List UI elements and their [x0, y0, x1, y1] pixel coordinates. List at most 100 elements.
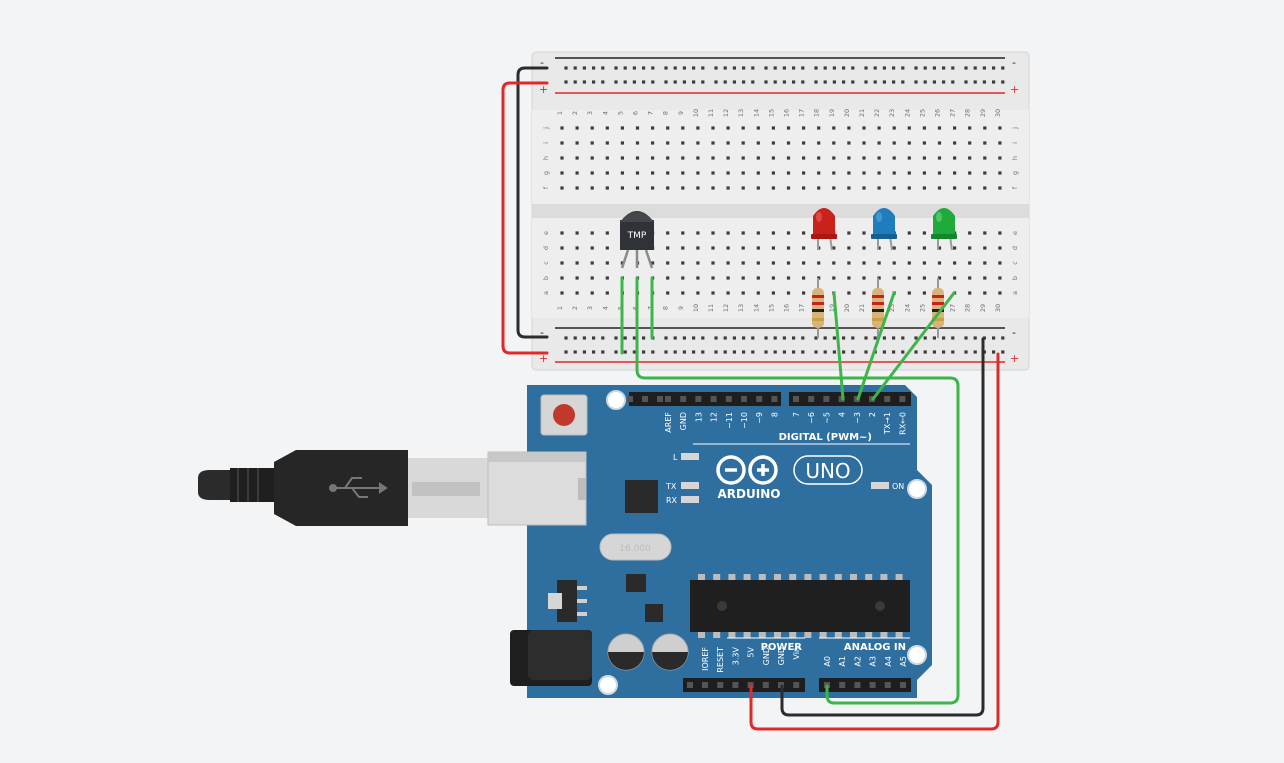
column-number: 24 [903, 109, 911, 117]
column-number: 20 [843, 304, 851, 312]
column-number: 25 [918, 109, 926, 117]
digital-pin-label: RX←0 [898, 412, 907, 435]
brand-label: ARDUINO [718, 487, 781, 501]
wire-led-red-to-d4[interactable] [832, 291, 845, 401]
analog-pin-label: A4 [884, 656, 893, 667]
digital-pin-label: 8 [770, 412, 779, 417]
led-red[interactable] [811, 208, 837, 251]
rail-minus-top-right: - [1012, 56, 1016, 69]
column-number: 2 [571, 306, 579, 310]
usb-icon [329, 477, 388, 498]
wire-power-rail-link[interactable] [501, 81, 549, 355]
column-number: 20 [843, 109, 851, 117]
wire-tmp-signal-to-a0[interactable] [635, 276, 960, 705]
digital-title: DIGITAL (PWM~) [779, 432, 872, 443]
wire-5v-to-arduino[interactable] [749, 352, 1000, 731]
power-pin-label: RESET [716, 647, 725, 673]
wire-gnd-to-arduino[interactable] [780, 337, 985, 717]
column-number: 12 [722, 109, 730, 117]
digital-pin-label: ~5 [822, 412, 831, 424]
column-number: 29 [979, 109, 987, 117]
led-green[interactable] [931, 208, 957, 251]
row-letter: e [542, 231, 550, 235]
column-number: 5 [616, 111, 624, 115]
row-letter: c [1011, 261, 1019, 265]
column-number: 18 [813, 109, 821, 117]
column-number: 17 [798, 109, 806, 117]
digital-pin-label: TX→1 [883, 412, 892, 435]
column-number: 1 [556, 111, 564, 115]
power-pin-label: 3.3V [731, 646, 740, 665]
power-pin-label: IOREF [701, 647, 710, 671]
column-number: 11 [707, 304, 715, 312]
arduino-logo-icon [716, 455, 778, 485]
power-pin-label: Vin [792, 647, 801, 660]
power-pin-label: 5V [747, 646, 756, 657]
rail-plus-bottom-right: + [1010, 352, 1019, 365]
arduino-uno[interactable]: 16.000 L TX RX ON ARDUINO UNO [487, 385, 932, 698]
row-letter: h [1011, 156, 1019, 160]
column-number: 14 [752, 109, 760, 117]
column-number: 28 [964, 109, 972, 117]
usb-cable[interactable] [198, 450, 490, 526]
wire-led-blue-to-d3[interactable] [856, 291, 896, 401]
column-number: 30 [994, 109, 1002, 117]
digital-pin-label: ~9 [755, 412, 764, 424]
digital-pin-label: ~11 [725, 412, 734, 429]
column-number: 26 [934, 109, 942, 117]
digital-pin-label: ~10 [740, 412, 749, 429]
led-blue[interactable] [871, 208, 897, 251]
digital-pin-label: ~3 [853, 412, 862, 424]
l-led-label: L [673, 453, 678, 462]
column-number: 21 [858, 304, 866, 312]
column-number: 9 [677, 111, 685, 115]
resistor-2[interactable] [872, 278, 884, 338]
row-letter: b [542, 276, 550, 280]
column-number: 29 [979, 304, 987, 312]
rx-led-label: RX [666, 496, 678, 505]
column-number: 4 [601, 111, 609, 115]
column-number: 27 [949, 304, 957, 312]
column-number: 23 [888, 304, 896, 312]
wire-gnd-rail-link[interactable] [516, 66, 549, 339]
breadboard: 1122334455667788991010111112121313141415… [531, 51, 1030, 371]
row-letter: i [542, 142, 550, 144]
rail-plus-top-right: + [1010, 83, 1019, 96]
rail-plus-bottom-left: + [539, 352, 548, 365]
row-letter: j [542, 127, 550, 130]
resistor-1[interactable] [812, 278, 824, 338]
column-number: 11 [707, 109, 715, 117]
column-number: 13 [737, 304, 745, 312]
column-number: 8 [662, 111, 670, 115]
row-letter: b [1011, 276, 1019, 280]
reset-button[interactable] [540, 394, 588, 436]
column-number: 9 [677, 306, 685, 310]
row-letter: j [1011, 127, 1019, 130]
column-number: 19 [828, 304, 836, 312]
column-number: 12 [722, 304, 730, 312]
rail-minus-bottom-left: - [540, 326, 544, 339]
column-number: 8 [662, 306, 670, 310]
wire-led-green-to-d2[interactable] [871, 291, 956, 401]
digital-pin-label: 4 [838, 412, 847, 417]
row-letter: f [542, 186, 550, 189]
digital-pin-label: 12 [710, 412, 719, 422]
digital-pin-label: 2 [868, 412, 877, 417]
temperature-sensor[interactable]: TMP [620, 211, 654, 269]
on-led-label: ON [892, 482, 904, 491]
row-letter: c [542, 261, 550, 265]
power-pin-label: GND [777, 647, 786, 665]
column-number: 17 [798, 304, 806, 312]
column-number: 3 [586, 111, 594, 115]
digital-pin-label: 13 [694, 412, 703, 422]
rail-plus-top-left: + [539, 83, 548, 96]
row-letter: i [1011, 142, 1019, 144]
column-number: 14 [752, 304, 760, 312]
analog-pin-label: A0 [823, 656, 832, 667]
column-number: 27 [949, 109, 957, 117]
column-number: 5 [616, 306, 624, 310]
column-number: 7 [647, 111, 655, 115]
analog-pin-label: A2 [853, 656, 862, 667]
row-letter: h [542, 156, 550, 160]
